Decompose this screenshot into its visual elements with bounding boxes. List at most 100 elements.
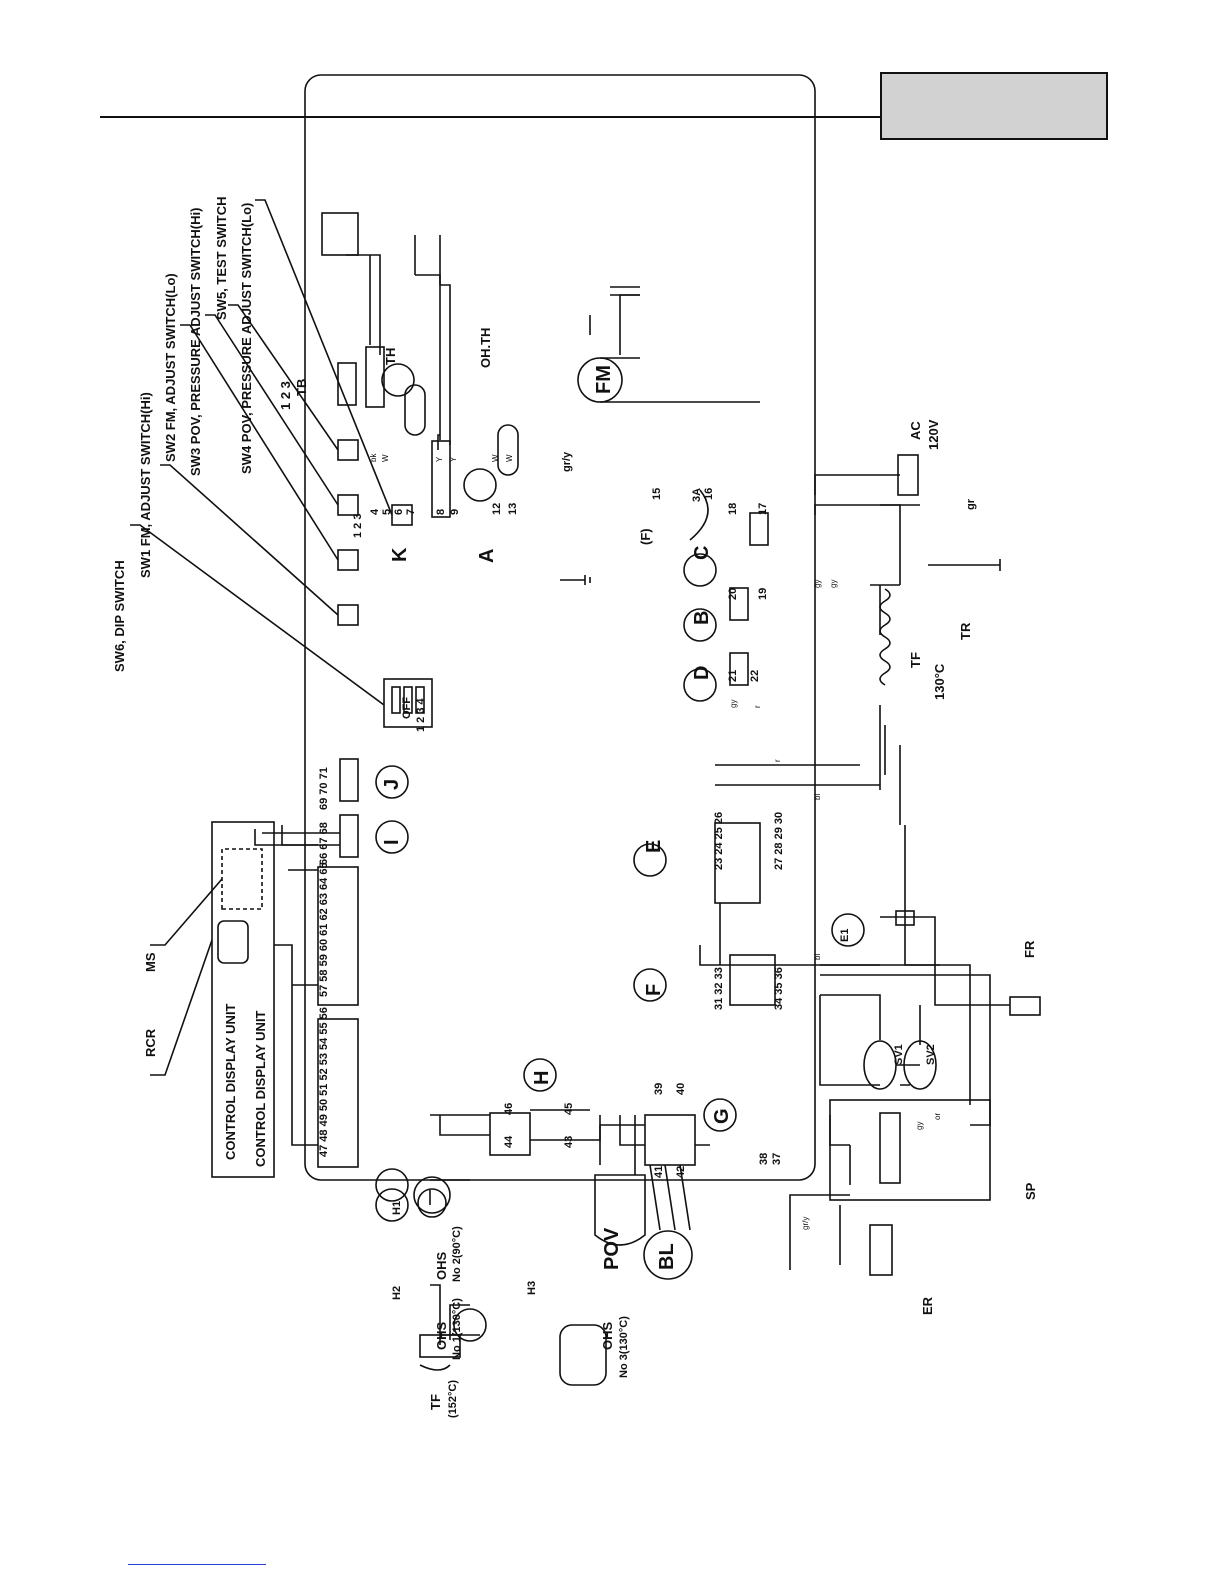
wire-code-r1: r: [753, 705, 762, 708]
terminal-row-66-68: 66 67 68: [318, 822, 330, 865]
connector-g: [644, 1114, 696, 1166]
terminal-44: 44: [503, 1135, 515, 1148]
dip-switch: [383, 678, 433, 728]
header-rule: [100, 116, 880, 118]
terminal-row-23-26: 23 24 25 26: [713, 812, 725, 870]
label-sw2: SW2 FM, ADJUST SWITCH(Lo): [163, 273, 178, 462]
label-er: ER: [920, 1296, 935, 1315]
label-pov: POV: [601, 1227, 623, 1270]
terminal-43: 43: [563, 1136, 575, 1148]
wire-code-bk: bk: [369, 453, 378, 462]
sw5-button: [337, 439, 359, 461]
label-ohs-no2: No 2(90°C): [451, 1226, 463, 1282]
terminal-16: 16: [703, 488, 715, 500]
terminal-block-tb: [321, 212, 359, 256]
label-ohs-no3: No 3(130°C): [618, 1316, 630, 1378]
connector-e: [714, 822, 761, 904]
rcr-sensor: [217, 920, 249, 964]
blower-bl: [643, 1230, 693, 1280]
connector-letter-d: D: [691, 666, 713, 680]
connector-letter-j: J: [381, 779, 403, 790]
terminal-19-20: [729, 587, 749, 621]
label-tr: TR: [958, 622, 973, 640]
connector-j: [339, 758, 359, 802]
wire-code-or: or: [933, 1113, 942, 1120]
label-fr: FR: [1022, 940, 1037, 958]
ohs-no3-body: [559, 1324, 607, 1386]
footer-link-underline[interactable]: [128, 1564, 266, 1565]
solenoid-sv1: [863, 1040, 897, 1090]
label-tf-left: TF: [428, 1394, 443, 1410]
terminal-7: 7: [405, 509, 417, 515]
label-sw3: SW3 POV, PRESSURE ADJUST SWITCH(Hi): [188, 208, 203, 476]
igniter-er: [869, 1224, 893, 1276]
pov-coil: [594, 1174, 646, 1246]
label-tb: TB: [294, 379, 309, 396]
terminal-9: 9: [449, 509, 461, 515]
label-gr-y: gr/y: [561, 451, 573, 472]
label-tf-mid-temp: 130°C: [932, 663, 947, 700]
wire-code-gy2: gy: [829, 580, 838, 588]
control-display-unit: [211, 821, 275, 1178]
label-ohs-3: OHS: [600, 1322, 615, 1351]
terminal-37: 37: [771, 1153, 783, 1165]
connector-letter-i: I: [381, 839, 403, 845]
terminal-row-31-33: 31 32 33: [713, 967, 725, 1010]
label-sw6: SW6, DIP SWITCH: [112, 560, 127, 672]
terminal-row-27-30: 27 28 29 30: [773, 812, 785, 870]
ac-plug: [897, 454, 919, 496]
label-h3: H3: [526, 1281, 538, 1295]
terminal-17-18: [749, 512, 769, 546]
terminal-19: 19: [757, 588, 769, 600]
wire-code-w2: W: [491, 454, 500, 462]
control-display-unit-label: CONTROL DISPLAY UNIT: [253, 1010, 268, 1167]
connector-letter-g: G: [711, 1108, 733, 1124]
label-control-display-unit: CONTROL DISPLAY UNIT: [223, 1003, 238, 1160]
label-fm: FM: [593, 365, 615, 394]
wire-code-gy1: gy: [813, 580, 822, 588]
connector-h: [489, 1112, 531, 1156]
label-ohth: OH.TH: [478, 328, 493, 368]
connector-letter-h: H: [531, 1071, 553, 1085]
label-tf-mid: TF: [908, 652, 923, 668]
terminal-13: 13: [507, 503, 519, 515]
wire-code-w: W: [381, 454, 390, 462]
label-ohs-2: OHS: [434, 1252, 449, 1281]
ms-module: [221, 848, 263, 910]
label-sp: SP: [1023, 1182, 1038, 1200]
thermistor-ohth: [497, 424, 519, 476]
terminal-1-3: 1 2 3: [352, 514, 364, 538]
wire-code-bl1: bl: [813, 794, 822, 800]
connector-letter-f: F: [643, 984, 665, 996]
connector-letter-e1: E1: [839, 929, 851, 942]
connector-letter-a: A: [476, 549, 498, 563]
label-ohs-no1: No 1(130°C): [451, 1298, 463, 1360]
wire-code-r2: r: [773, 759, 782, 762]
terminal-18: 18: [727, 503, 739, 515]
label-sw1: SW1 FM, ADJUST SWITCH(Hi): [138, 392, 153, 578]
terminal-row-57-65: 57 58 59 60 61 62 63 64 65: [318, 862, 330, 997]
connector-i: [339, 814, 359, 858]
label-th: TH: [383, 348, 398, 365]
label-tf-left-temp: (152°C): [447, 1380, 459, 1418]
label-sw5: SW5, TEST SWITCH: [214, 197, 229, 321]
terminal-40: 40: [675, 1083, 687, 1095]
relay-sp: [829, 1099, 991, 1201]
connector-letter-c: C: [691, 546, 713, 560]
wire-code-bl2: bl: [813, 954, 822, 960]
sw2-button: [337, 549, 359, 571]
terminal-22: 22: [749, 670, 761, 682]
label-dip-numbers: 1 2 3 4: [415, 697, 427, 732]
terminal-39: 39: [653, 1083, 665, 1095]
sw3-button: [337, 494, 359, 516]
label-fuse-rating: 3A: [691, 488, 703, 502]
terminal-row-34-36: 34 35 36: [773, 967, 785, 1010]
terminal-45: 45: [563, 1103, 575, 1115]
terminal-6: 6: [393, 509, 405, 515]
label-h1: H1: [391, 1201, 403, 1215]
label-sv2: SV2: [925, 1044, 937, 1065]
terminal-20: 20: [727, 588, 739, 600]
terminal-21-22: [729, 652, 749, 686]
